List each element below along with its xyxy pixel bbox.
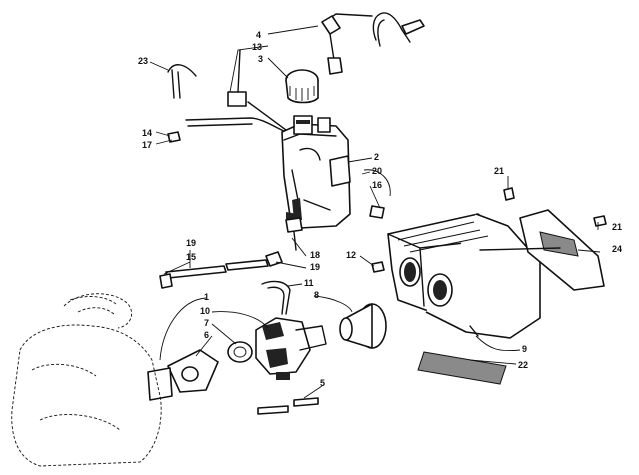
pulse-line xyxy=(257,397,319,415)
callout-6: 6 xyxy=(204,330,209,340)
gasket xyxy=(147,367,173,401)
air-silencer xyxy=(387,213,541,339)
callout-labels: 4 13 3 23 14 17 2 20 16 21 21 24 12 19 1… xyxy=(138,30,622,388)
callout-17: 17 xyxy=(142,140,152,150)
callout-22: 22 xyxy=(518,360,528,370)
callout-12: 12 xyxy=(346,250,356,260)
callout-21-right: 21 xyxy=(612,222,622,232)
carburetor xyxy=(255,317,327,380)
callout-8: 8 xyxy=(314,290,319,300)
callout-13: 13 xyxy=(252,42,262,52)
impulse-hose xyxy=(261,280,291,315)
spark-plug-wire xyxy=(321,12,425,75)
intake-flange xyxy=(167,349,219,393)
tank-fitting xyxy=(285,217,303,251)
oil-tank xyxy=(281,115,351,229)
callout-4: 4 xyxy=(256,30,261,40)
tank-bracket xyxy=(185,49,287,133)
callout-14: 14 xyxy=(142,128,152,138)
leader-lines xyxy=(149,25,601,399)
mounting-plate xyxy=(479,209,605,291)
callout-10: 10 xyxy=(200,306,210,316)
fuel-tank-cap xyxy=(285,69,319,104)
callout-19-left: 19 xyxy=(186,238,196,248)
callout-19-right: 19 xyxy=(310,262,320,272)
callout-11: 11 xyxy=(304,278,314,288)
callout-18: 18 xyxy=(310,250,320,260)
callout-21-top: 21 xyxy=(494,166,504,176)
callout-2: 2 xyxy=(374,152,379,162)
callout-1: 1 xyxy=(204,292,209,302)
engine-outline xyxy=(11,293,162,467)
callout-5: 5 xyxy=(320,378,325,388)
filter-element xyxy=(417,351,507,385)
grommet xyxy=(363,169,391,219)
callout-20: 20 xyxy=(372,166,382,176)
hose-clamp xyxy=(227,341,253,363)
callout-15: 15 xyxy=(186,252,196,262)
screws xyxy=(167,131,607,273)
callout-16: 16 xyxy=(372,180,382,190)
callout-9: 9 xyxy=(522,344,527,354)
vent-hose xyxy=(167,64,197,99)
callout-24: 24 xyxy=(612,244,622,254)
callout-23: 23 xyxy=(138,56,148,66)
callout-3: 3 xyxy=(258,54,263,64)
fuel-hose xyxy=(159,251,283,289)
intake-boot xyxy=(339,303,387,349)
callout-7: 7 xyxy=(204,318,209,328)
